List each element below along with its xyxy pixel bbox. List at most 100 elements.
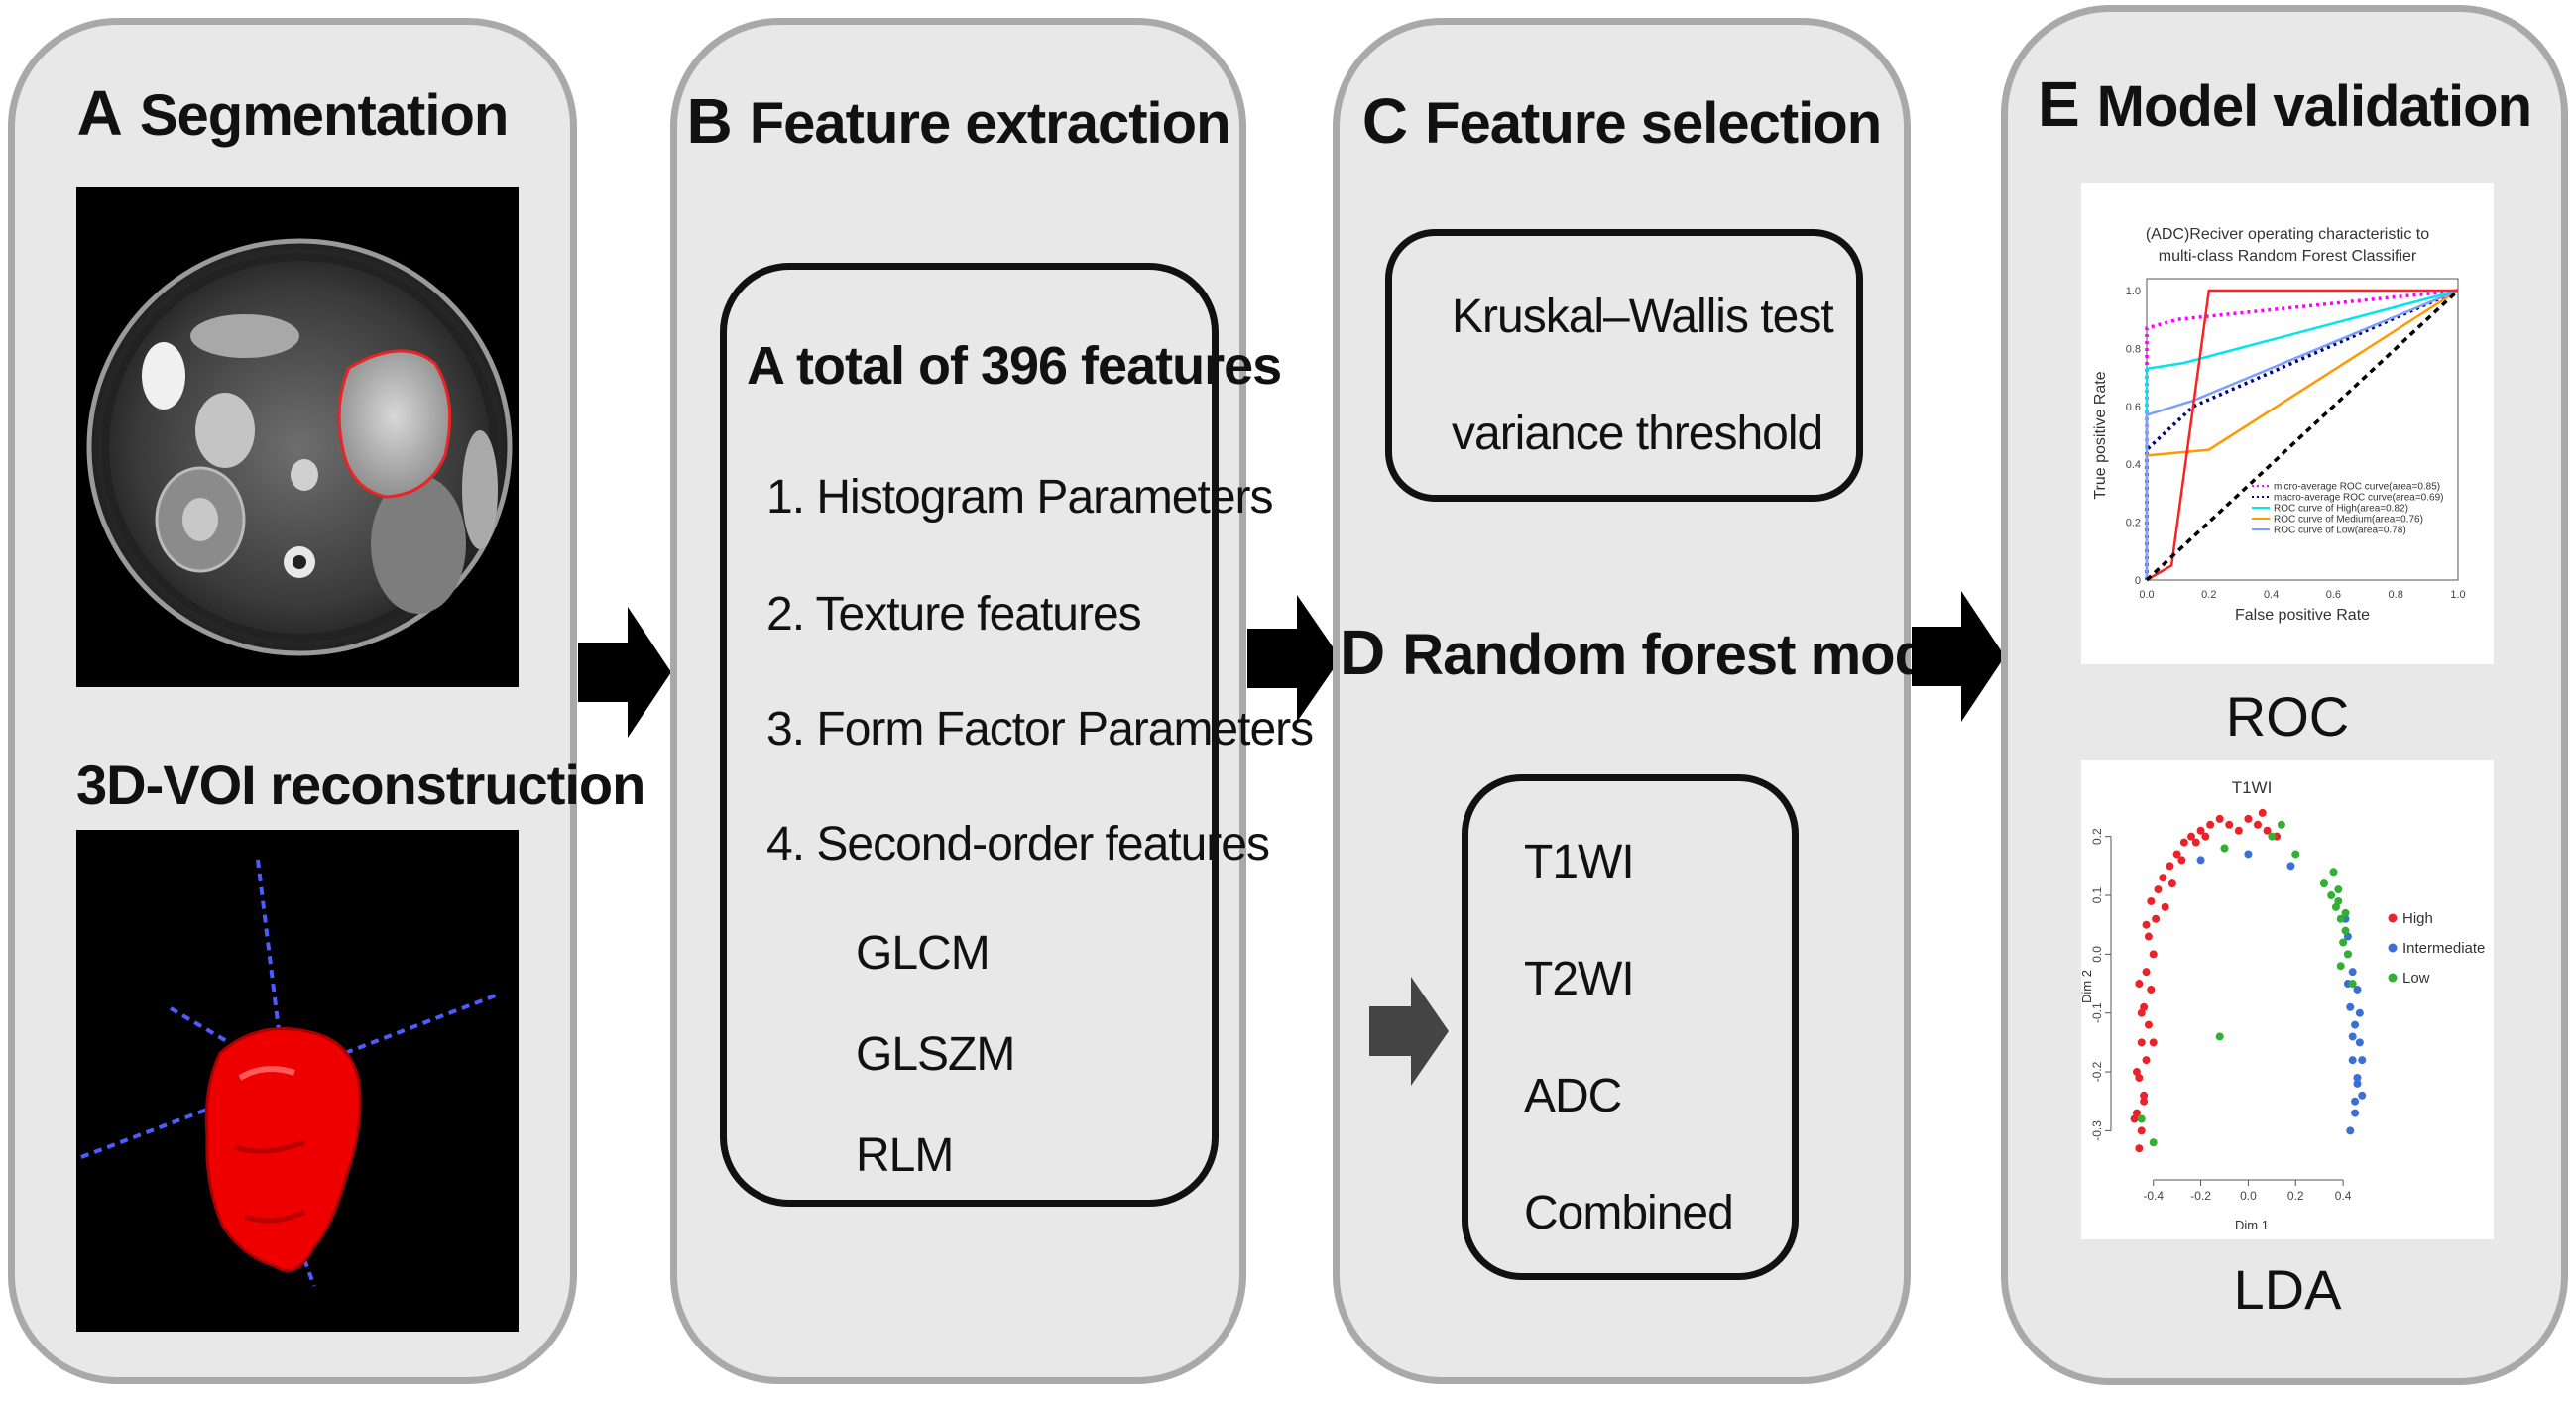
- roc-y-tick-label: 1.0: [2126, 286, 2141, 297]
- lda-point: [2149, 950, 2158, 959]
- arrow-b-to-c: [1247, 595, 1341, 722]
- lda-x-axis-label: Dim 1: [2235, 1218, 2269, 1232]
- model-item: ADC: [1524, 1070, 1622, 1122]
- lda-y-tick-label: 0.0: [2090, 946, 2104, 963]
- selection-method: variance threshold: [1452, 408, 1823, 460]
- lda-point: [2336, 962, 2345, 971]
- lda-point: [2196, 856, 2205, 865]
- roc-x-tick-label: 1.0: [2450, 589, 2465, 601]
- roc-curve: [2146, 289, 2458, 582]
- lda-point: [2346, 1002, 2355, 1011]
- lda-point: [2355, 1008, 2364, 1017]
- lda-y-tick-label: 0.2: [2090, 828, 2104, 845]
- lda-point: [2142, 968, 2151, 977]
- lda-point: [2167, 879, 2176, 888]
- roc-y-tick-label: 0.8: [2126, 343, 2141, 355]
- lda-point: [2348, 1056, 2357, 1065]
- lda-point: [2147, 985, 2156, 994]
- panel-d-letter: D: [1340, 617, 1385, 688]
- reconstruction-label: 3D-VOI reconstruction: [76, 754, 645, 816]
- roc-y-tick-label: 0.6: [2126, 402, 2141, 413]
- lda-point: [2142, 1056, 2151, 1065]
- lda-point: [2140, 1091, 2149, 1100]
- feature-item: 2. Texture features: [766, 588, 1142, 641]
- lda-point: [2144, 932, 2153, 941]
- lda-point: [2286, 862, 2295, 871]
- lda-point: [2144, 1020, 2153, 1029]
- lda-point: [2135, 1144, 2144, 1153]
- roc-x-tick-label: 0.2: [2201, 589, 2216, 601]
- lda-legend-swatch: [2388, 973, 2398, 983]
- lda-point: [2334, 885, 2343, 894]
- lda-x-tick-label: -0.2: [2190, 1189, 2211, 1203]
- model-item: Combined: [1524, 1187, 1734, 1239]
- lda-point: [2277, 820, 2285, 829]
- lda-point: [2334, 896, 2343, 905]
- lda-point: [2244, 850, 2253, 859]
- lda-point: [2201, 832, 2210, 841]
- roc-legend-entry: micro-average ROC curve(area=0.85): [2274, 482, 2440, 493]
- lda-point: [2351, 1109, 2360, 1117]
- lda-point: [2132, 1068, 2141, 1077]
- roc-y-tick-label: 0.4: [2126, 459, 2141, 471]
- roc-plot: (ADC)Reciver operating characteristic to…: [2081, 183, 2494, 664]
- lda-y-tick-label: -0.3: [2090, 1120, 2104, 1141]
- features-total: A total of 396 features: [747, 336, 1282, 396]
- roc-x-tick-label: 0.0: [2139, 589, 2154, 601]
- lda-point: [2348, 980, 2357, 989]
- lda-point: [2353, 1079, 2362, 1088]
- feature-item: 4. Second-order features: [766, 818, 1270, 871]
- lda-point: [2142, 920, 2151, 929]
- lda-point: [2244, 814, 2253, 823]
- lda-point: [2140, 1097, 2149, 1106]
- lda-point: [2152, 914, 2161, 923]
- lda-legend-entry: High: [2402, 910, 2433, 927]
- feature-subitem: GLCM: [856, 927, 991, 980]
- roc-y-tick-label: 0.2: [2126, 518, 2141, 529]
- lda-point: [2191, 838, 2200, 847]
- roc-legend-entry: ROC curve of High(area=0.82): [2274, 504, 2408, 515]
- lda-point: [2159, 874, 2167, 882]
- roc-legend-entry: ROC curve of Low(area=0.78): [2274, 526, 2406, 536]
- lda-legend-entry: Intermediate: [2402, 940, 2485, 957]
- feature-subitem: GLSZM: [856, 1028, 1015, 1081]
- feature-subitem: RLM: [856, 1129, 954, 1182]
- panel-c-letter: C: [1361, 85, 1408, 157]
- lda-point: [2319, 879, 2328, 888]
- lda-point: [2336, 914, 2345, 923]
- 3d-voi-image: [76, 830, 519, 1332]
- roc-caption: ROC: [2225, 685, 2350, 748]
- arrow-d-to-e: [1912, 591, 2005, 722]
- roc-x-tick-label: 0.6: [2326, 589, 2341, 601]
- lda-point: [2355, 1038, 2364, 1047]
- panel-b-letter: B: [686, 85, 732, 157]
- lda-point: [2263, 826, 2272, 835]
- lda-point: [2137, 1114, 2146, 1123]
- lda-point: [2329, 868, 2338, 877]
- lda-point: [2215, 1032, 2224, 1041]
- lda-point: [2353, 985, 2362, 994]
- lda-x-tick-label: 0.0: [2240, 1189, 2257, 1203]
- lda-point: [2234, 826, 2243, 835]
- selection-box: Kruskal–Wallis test variance threshold: [1385, 229, 1863, 502]
- lda-point: [2348, 1032, 2357, 1041]
- lda-point: [2258, 808, 2267, 817]
- mri-scan-image: [76, 187, 519, 687]
- lda-point: [2166, 862, 2174, 871]
- panel-e-letter: E: [2037, 68, 2080, 140]
- model-item: T2WI: [1524, 953, 1635, 1005]
- roc-curve: [2145, 289, 2459, 580]
- lda-point: [2135, 980, 2144, 989]
- lda-point: [2179, 838, 2188, 847]
- lda-point: [2215, 814, 2224, 823]
- roc-chart: (ADC)Reciver operating characteristic to…: [2092, 226, 2466, 624]
- lda-point: [2154, 885, 2163, 894]
